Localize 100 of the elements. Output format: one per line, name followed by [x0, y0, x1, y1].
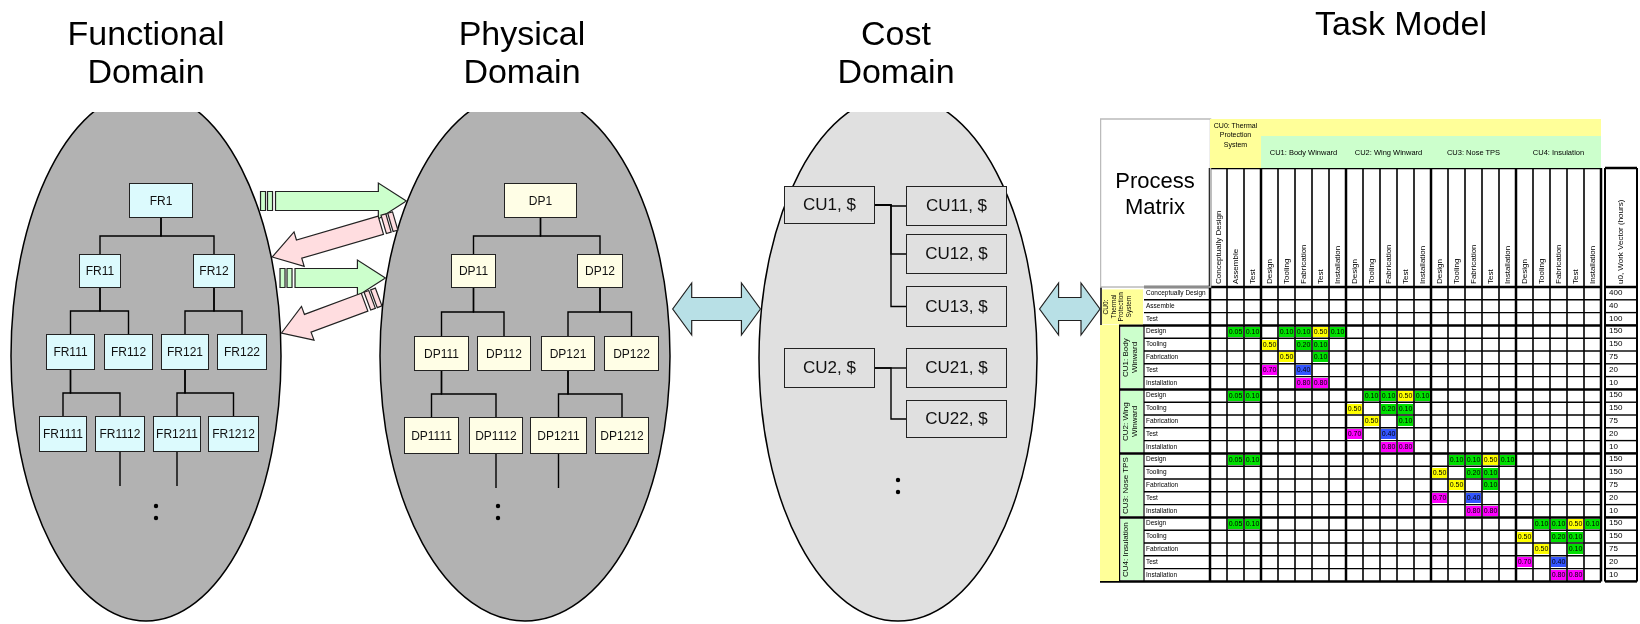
work-value: 75 — [1608, 352, 1619, 363]
heading: Task Model — [1314, 4, 1488, 43]
column-header: Fabrication — [1468, 243, 1479, 286]
work-value: 150 — [1608, 390, 1624, 402]
node-box: FR1212 — [208, 416, 259, 452]
connector-line — [599, 287, 633, 337]
work-value: 75 — [1608, 480, 1619, 491]
node-box: FR112 — [104, 334, 153, 370]
work-value: 75 — [1608, 544, 1619, 555]
node-box: FR12 — [193, 254, 235, 288]
work-value: 100 — [1608, 313, 1624, 325]
connector-line — [557, 453, 560, 489]
column-header: Tooling — [1536, 257, 1547, 286]
work-value: 10 — [1608, 377, 1619, 389]
column-header: Installation — [1587, 244, 1598, 286]
row-group-label: CU3: Nose TPS — [1120, 454, 1143, 516]
block-arrow — [259, 181, 408, 221]
node-box: DP122 — [604, 336, 659, 371]
work-value: 20 — [1608, 492, 1619, 504]
node-box: FR1111 — [39, 416, 87, 452]
connector-line — [567, 370, 623, 418]
column-header: Design — [1434, 258, 1445, 286]
node-box: DP1112 — [469, 417, 523, 454]
column-header: Tooling — [1281, 257, 1292, 286]
node-box: CU2, $ — [784, 348, 875, 388]
block-arrow — [271, 211, 399, 268]
column-header: Installation — [1417, 244, 1428, 286]
node-box: DP1212 — [595, 417, 649, 454]
work-value: 20 — [1608, 556, 1619, 568]
node-box: CU21, $ — [906, 348, 1007, 388]
column-header: Fabrication — [1553, 243, 1564, 286]
matrix-title: Process Matrix — [1114, 168, 1196, 221]
connector-line — [69, 369, 121, 417]
node-box: FR122 — [217, 334, 267, 370]
connector-line — [184, 369, 235, 417]
column-header: Test — [1247, 268, 1258, 286]
column-header: Test — [1485, 268, 1496, 286]
node-box: DP111 — [414, 336, 469, 371]
column-header: Installation — [1502, 244, 1513, 286]
work-value: 150 — [1608, 403, 1624, 414]
connector-line — [119, 451, 121, 487]
connector-line — [539, 217, 601, 255]
column-header: Design — [1349, 258, 1360, 286]
connector-line — [874, 367, 907, 420]
work-value: 400 — [1608, 288, 1624, 299]
column-header: Installation — [1332, 244, 1343, 286]
node-box: DP1 — [504, 183, 577, 218]
work-value: 10 — [1608, 505, 1619, 517]
connector-line — [160, 217, 215, 255]
column-header: u0, Work Vector (hours) — [1615, 198, 1626, 286]
node-box: CU12, $ — [906, 234, 1007, 274]
work-value: 20 — [1608, 428, 1619, 440]
block-arrow — [280, 287, 383, 341]
work-value: 150 — [1608, 339, 1624, 350]
connector-line — [472, 287, 505, 337]
column-header: Fabrication — [1383, 243, 1394, 286]
node-box: FR111 — [46, 334, 95, 370]
column-header: Test — [1570, 268, 1581, 286]
work-value: 150 — [1608, 531, 1624, 542]
row-group-label: CU4: Insulation — [1120, 518, 1143, 580]
node-box: DP1111 — [404, 417, 459, 454]
node-box: FR1112 — [95, 416, 145, 452]
work-value: 10 — [1608, 569, 1619, 581]
node-box: DP11 — [451, 254, 496, 288]
column-header: Conceptually Design — [1213, 209, 1224, 286]
row-group-label: CU2: Wing Winward — [1120, 390, 1143, 452]
node-box: FR121 — [161, 334, 209, 370]
column-header: Design — [1264, 258, 1275, 286]
node-box: DP112 — [477, 336, 531, 371]
column-header: Test — [1400, 268, 1411, 286]
work-value: 10 — [1608, 441, 1619, 453]
connector-line — [176, 451, 178, 487]
work-value: 150 — [1608, 454, 1624, 466]
connector-line — [213, 287, 243, 335]
node-box: FR1211 — [153, 416, 201, 452]
node-box: CU22, $ — [906, 400, 1007, 438]
block-arrow — [1038, 281, 1101, 337]
block-arrow — [671, 281, 762, 337]
node-box: CU1, $ — [784, 186, 875, 224]
connector-line — [440, 370, 497, 418]
work-value: 150 — [1608, 326, 1624, 338]
column-header: Design — [1519, 258, 1530, 286]
node-box: DP121 — [541, 336, 595, 371]
node-box: FR1 — [129, 183, 193, 218]
column-header: Fabrication — [1298, 243, 1309, 286]
connector-line — [99, 287, 130, 335]
node-box: DP12 — [577, 254, 623, 288]
work-value: 75 — [1608, 416, 1619, 427]
work-value: 150 — [1608, 518, 1624, 530]
node-box: CU11, $ — [906, 186, 1007, 226]
column-header: Tooling — [1366, 257, 1377, 286]
column-header: Test — [1315, 268, 1326, 286]
work-value: 150 — [1608, 467, 1624, 478]
work-value: 40 — [1608, 300, 1619, 312]
node-box: FR11 — [79, 254, 121, 288]
column-header: Tooling — [1451, 257, 1462, 286]
node-box: CU13, $ — [906, 286, 1007, 327]
row-group-label: CU1: Body Winward — [1120, 326, 1143, 388]
connector-line — [495, 453, 497, 489]
work-value: 20 — [1608, 364, 1619, 376]
